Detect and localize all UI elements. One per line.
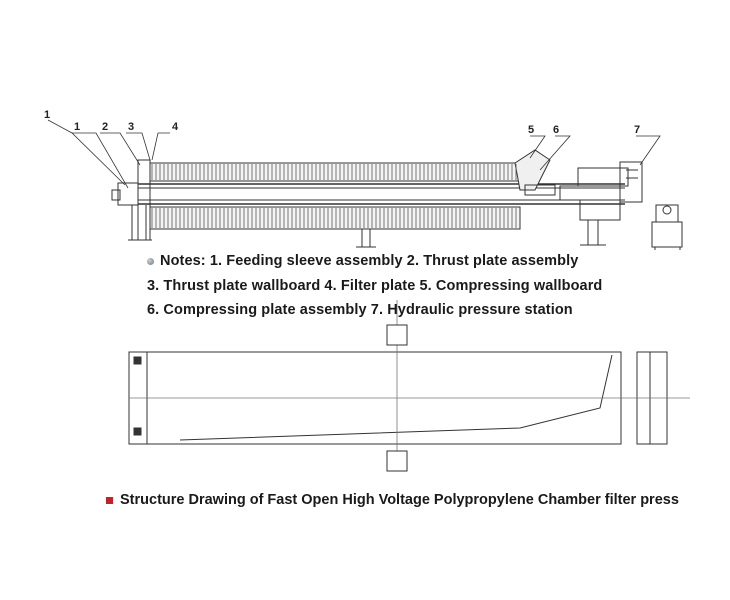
callout-labels: 1 1 2 3 4 5 6 7 <box>44 109 640 136</box>
compressing-wallboard <box>514 149 551 191</box>
filter-plates-lower <box>149 206 521 230</box>
feeding-sleeve-assembly <box>117 182 139 206</box>
callout-number: 7 <box>634 124 640 136</box>
callout-number: 3 <box>128 121 134 133</box>
filter-plates-upper <box>149 162 521 182</box>
caption-marker-icon <box>106 497 113 504</box>
plate-profile-line <box>179 354 613 441</box>
figure-caption: Structure Drawing of Fast Open High Volt… <box>120 492 679 508</box>
callout-number: 1 <box>74 121 80 133</box>
notes-bullet-icon <box>147 258 154 265</box>
filter-plate-ribs <box>151 164 517 228</box>
callout-number: 4 <box>172 121 179 133</box>
notes-line-1: Notes: 1. Feeding sleeve assembly 2. Thr… <box>160 253 579 269</box>
bottom-marker-box <box>386 450 408 472</box>
notes-line-2: 3. Thrust plate wallboard 4. Filter plat… <box>147 278 603 294</box>
callout-leaders <box>47 119 661 189</box>
callout-number: 1 <box>44 109 50 121</box>
filter-press-plan-view <box>128 300 690 472</box>
filter-press-side-view <box>111 149 683 250</box>
callout-number: 2 <box>102 121 108 133</box>
cylinder-end <box>619 161 643 203</box>
notes-line-3: 6. Compressing plate assembly 7. Hydraul… <box>147 302 573 318</box>
hydraulic-pressure-station <box>651 221 683 248</box>
top-marker-box <box>386 324 408 346</box>
callout-number: 5 <box>528 124 534 136</box>
callout-number: 6 <box>553 124 559 136</box>
